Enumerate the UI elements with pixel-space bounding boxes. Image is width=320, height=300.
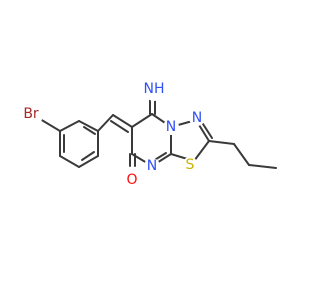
sulfur-label: S [186, 157, 195, 173]
atom-nh: NH [143, 79, 165, 101]
atom-n-bridge: N [163, 119, 179, 135]
atom-s: S [182, 157, 198, 173]
lower-nitrogen-label: N [147, 158, 157, 174]
bridge-nitrogen-label: N [166, 119, 176, 135]
bond-lines [39, 99, 277, 169]
ketone-oxygen-label: O [126, 172, 137, 188]
bromine-label: Br [23, 106, 39, 122]
atom-n-upper: N [189, 110, 205, 126]
atom-n-lower: N [144, 158, 160, 174]
imine-label: NH [144, 81, 165, 97]
molecule-structure: Br NH O N N N S [21, 79, 277, 189]
upper-nitrogen-label: N [192, 110, 202, 126]
atom-o: O [123, 171, 141, 189]
atom-br: Br [21, 104, 43, 126]
